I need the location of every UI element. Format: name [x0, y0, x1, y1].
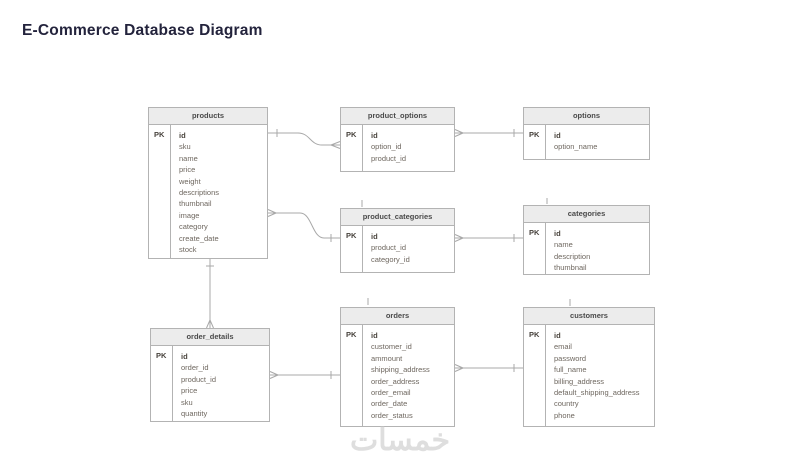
watermark-text: خمسات: [349, 424, 451, 457]
field-customers-full_name: full_name: [554, 365, 587, 375]
entity-title-product_categories: product_categories: [341, 209, 454, 226]
field-orders-order_email: order_email: [371, 388, 411, 398]
entity-title-options: options: [524, 108, 649, 125]
field-options-id: id: [554, 131, 561, 140]
pk-label: PK: [524, 325, 546, 426]
field-customers-phone: phone: [554, 410, 575, 420]
field-products-id: id: [179, 131, 186, 140]
field-customers-country: country: [554, 399, 579, 409]
field-products-image: image: [179, 210, 200, 220]
field-products-descriptions: descriptions: [179, 188, 220, 198]
field-orders-customer_id: customer_id: [371, 342, 412, 352]
pk-label: PK: [341, 325, 363, 426]
field-order_details-price: price: [181, 386, 198, 396]
entity-title-customers: customers: [524, 308, 654, 325]
field-order_details-order_id: order_id: [181, 363, 209, 373]
field-products-weight: weight: [179, 176, 201, 186]
field-orders-ammount: ammount: [371, 353, 403, 363]
field-categories-name: name: [554, 240, 573, 250]
field-order_details-sku: sku: [181, 397, 193, 407]
pk-label: PK: [341, 125, 363, 171]
field-customers-billing_address: billing_address: [554, 376, 605, 386]
field-options-option_name: option_name: [554, 142, 598, 152]
pk-label: PK: [341, 226, 363, 272]
field-list: id option_name: [546, 125, 649, 159]
field-orders-order_date: order_date: [371, 399, 408, 409]
entity-body: PK id option_name: [524, 125, 649, 159]
field-product_options-product_id: product_id: [371, 153, 407, 163]
entity-title-product_options: product_options: [341, 108, 454, 125]
field-customers-email: email: [554, 342, 572, 352]
field-products-stock: stock: [179, 245, 197, 255]
field-orders-shipping_address: shipping_address: [371, 365, 430, 375]
field-product_options-id: id: [371, 131, 378, 140]
field-products-name: name: [179, 153, 198, 163]
field-customers-password: password: [554, 353, 587, 363]
field-orders-order_status: order_status: [371, 410, 413, 420]
field-customers-default_shipping_address: default_shipping_address: [554, 388, 640, 398]
field-product_categories-id: id: [371, 232, 378, 241]
field-orders-order_address: order_address: [371, 376, 420, 386]
pk-label: PK: [524, 125, 546, 159]
field-product_options-option_id: option_id: [371, 142, 402, 152]
entity-title-orders: orders: [341, 308, 454, 325]
entity-title-order_details: order_details: [151, 329, 269, 346]
field-products-sku: sku: [179, 142, 191, 152]
field-order_details-product_id: product_id: [181, 374, 217, 384]
field-categories-description: description: [554, 251, 591, 261]
pk-label: PK: [149, 125, 171, 258]
field-orders-id: id: [371, 331, 378, 340]
pk-label: PK: [151, 346, 173, 421]
field-products-create_date: create_date: [179, 233, 219, 243]
field-products-thumbnail: thumbnail: [179, 199, 212, 209]
pk-label: PK: [524, 223, 546, 274]
field-order_details-quantity: quantity: [181, 409, 208, 419]
field-products-price: price: [179, 165, 196, 175]
entity-title-products: products: [149, 108, 267, 125]
field-categories-id: id: [554, 229, 561, 238]
field-product_categories-category_id: category_id: [371, 254, 410, 264]
field-product_categories-product_id: product_id: [371, 243, 407, 253]
entity-title-categories: categories: [524, 206, 649, 223]
field-categories-thumbnail: thumbnail: [554, 263, 587, 273]
page-title: E-Commerce Database Diagram: [22, 22, 263, 39]
field-customers-id: id: [554, 331, 561, 340]
field-products-category: category: [179, 222, 208, 232]
field-order_details-id: id: [181, 352, 188, 361]
